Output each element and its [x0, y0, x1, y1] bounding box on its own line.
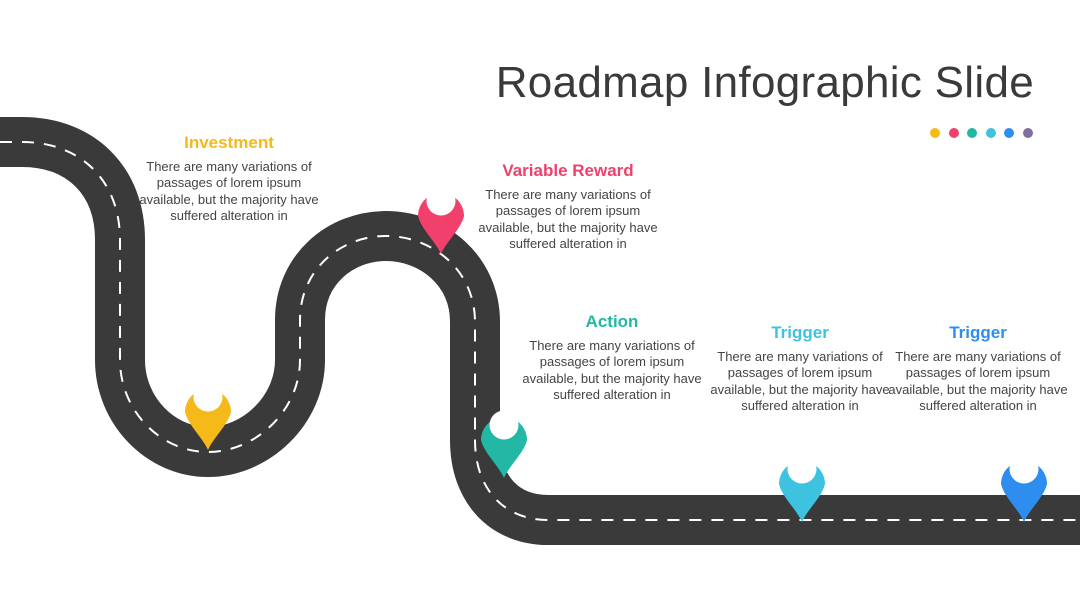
milestone-description: There are many variations of passages of…	[710, 349, 890, 413]
palette-dots	[930, 128, 1034, 140]
milestone-investment: Investment There are many variations of …	[139, 133, 319, 224]
milestone-title: Trigger	[949, 323, 1007, 342]
map-pin-icon	[418, 186, 464, 254]
milestone-action: Action There are many variations of pass…	[522, 312, 702, 403]
milestone-title: Investment	[184, 133, 274, 152]
road-center-line	[0, 141, 1080, 521]
milestone-title: Action	[585, 312, 639, 331]
milestone-trigger: Trigger There are many variations of pas…	[710, 323, 890, 414]
map-pin-icon	[779, 454, 825, 522]
milestone-description: There are many variations of passages of…	[522, 338, 702, 402]
palette-dot	[930, 128, 940, 138]
milestone-description: There are many variations of passages of…	[478, 187, 658, 251]
slide-title: Roadmap Infographic Slide	[495, 58, 1034, 107]
milestone-variable-reward: Variable Reward There are many variation…	[478, 161, 658, 252]
map-pin-icon	[185, 382, 231, 450]
milestone-description: There are many variations of passages of…	[139, 159, 319, 223]
milestone-trigger: Trigger There are many variations of pas…	[888, 323, 1068, 414]
palette-dot	[985, 128, 996, 138]
map-pin-icon	[1001, 454, 1047, 522]
palette-dot	[948, 128, 959, 138]
milestone-description: There are many variations of passages of…	[888, 349, 1068, 413]
palette-dot	[1022, 128, 1033, 138]
palette-dot	[1004, 128, 1014, 138]
milestone-title: Trigger	[771, 323, 829, 342]
milestone-title: Variable Reward	[502, 161, 634, 180]
map-pin-icon	[481, 410, 527, 478]
palette-dot	[967, 128, 977, 138]
